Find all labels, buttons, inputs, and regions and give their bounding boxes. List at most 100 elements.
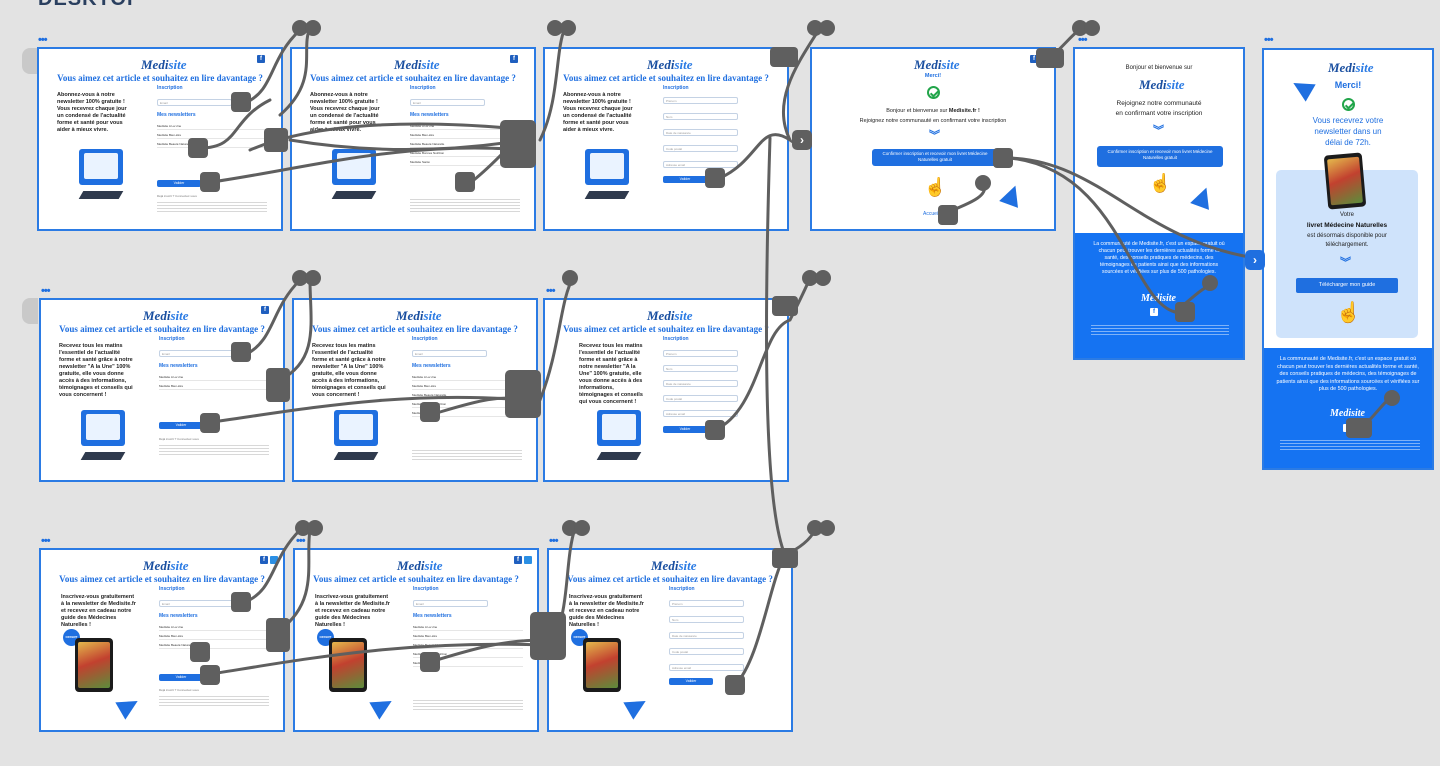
email-input[interactable]: Email — [410, 99, 485, 106]
confirm-button[interactable]: Confirmer inscription et recevoir mon li… — [872, 149, 998, 166]
submit-button[interactable]: Valider — [669, 678, 713, 685]
newsletter-row[interactable]: Medisite Bonnes Nutrition — [413, 652, 523, 658]
newsletter-row[interactable]: Medisite Bien-être — [159, 634, 269, 640]
frame-tab[interactable] — [22, 298, 38, 324]
frame-r1-c1[interactable]: Medisite f Vous aimez cet article et sou… — [37, 47, 283, 231]
frame-menu[interactable]: ••• — [38, 34, 48, 46]
medisite-logo: Medisite — [141, 57, 187, 72]
frame-tab[interactable] — [22, 48, 38, 74]
submit-button[interactable]: Valider — [159, 674, 203, 681]
birthdate-input[interactable]: Date de naissance — [663, 380, 738, 387]
frame-menu[interactable]: ••• — [549, 535, 559, 547]
facebook-icon[interactable]: f — [510, 55, 518, 63]
newsletter-row[interactable]: Medisite Santé — [413, 661, 523, 667]
submit-button[interactable]: Valider — [157, 180, 201, 187]
email-input[interactable]: Email — [159, 600, 234, 607]
intro-text: Inscrivez-vous gratuitement à la newslet… — [569, 594, 644, 628]
submit-button[interactable]: Valider — [159, 422, 203, 429]
frame-menu[interactable]: ••• — [546, 285, 556, 297]
frame-r3-c2[interactable]: Medisite f Vous aimez cet article et sou… — [293, 548, 539, 732]
email-input[interactable]: Email — [157, 99, 232, 106]
frame-menu[interactable]: ••• — [41, 285, 51, 297]
newsletter-row[interactable]: Medisite A La Une — [159, 625, 269, 631]
facebook-icon[interactable]: f — [260, 556, 268, 564]
newsletter-row[interactable]: Medisite Bien-être — [412, 384, 522, 390]
twitter-icon[interactable] — [524, 556, 532, 564]
thanks-line2: newsletter dans un — [1314, 127, 1382, 136]
frame-menu[interactable]: ••• — [1078, 34, 1088, 46]
frame-thanks-mobile[interactable]: Medisite Merci! Vous recevrez votre news… — [1262, 48, 1434, 470]
community-text: La communauté de Medisite.fr, c'est un e… — [1093, 241, 1225, 275]
home-link[interactable]: Accueil — [923, 211, 940, 217]
login-link[interactable]: Déjà inscrit ? Connectez-vous — [157, 194, 197, 198]
last-name-input[interactable]: Nom — [669, 616, 744, 623]
newsletter-row[interactable]: Medisite Bonnes Nutrition — [412, 402, 522, 408]
frame-r3-c1[interactable]: Medisite f Vous aimez cet article et sou… — [39, 548, 285, 732]
newsletter-row[interactable]: Medisite A La Une — [159, 375, 269, 381]
first-name-input[interactable]: Prénom — [669, 600, 744, 607]
zip-input[interactable]: Code postal — [663, 395, 738, 402]
newsletter-row[interactable]: Medisite A La Une — [410, 124, 520, 130]
newsletter-row[interactable]: Medisite Beauté Naturelle — [157, 142, 267, 148]
birthdate-input[interactable]: Date de naissance — [663, 129, 738, 136]
frame-menu[interactable]: ••• — [296, 535, 306, 547]
first-name-input[interactable]: Prénom — [663, 350, 738, 357]
facebook-icon[interactable]: f — [1343, 424, 1351, 432]
login-link[interactable]: Déjà inscrit ? Connectez-vous — [159, 688, 199, 692]
frame-menu[interactable]: ••• — [41, 535, 51, 547]
inscription-label: Inscription — [663, 336, 689, 342]
medisite-logo: Medisite — [1141, 293, 1176, 304]
email-input[interactable]: Email — [413, 600, 488, 607]
email-input[interactable]: Adresse email — [669, 664, 744, 671]
submit-button[interactable]: Valider — [663, 176, 707, 183]
login-link[interactable]: Déjà inscrit ? Connectez-vous — [159, 437, 199, 441]
twitter-icon[interactable] — [270, 556, 278, 564]
headline: Vous aimez cet article et souhaitez en l… — [59, 324, 265, 334]
download-guide-button[interactable]: Télécharger mon guide — [1296, 278, 1398, 293]
newsletter-row[interactable]: Medisite Bien-être — [157, 133, 267, 139]
frame-r2-c2[interactable]: Medisite Vous aimez cet article et souha… — [292, 298, 538, 482]
newsletter-row[interactable]: Medisite Beauté Naturelle — [410, 142, 520, 148]
newsletter-row[interactable]: Medisite A La Une — [413, 625, 523, 631]
facebook-icon[interactable]: f — [257, 55, 265, 63]
frame-r1-c2[interactable]: Medisite f Vous aimez cet article et sou… — [290, 47, 536, 231]
newsletter-row[interactable]: Medisite Beauté Naturelle — [159, 643, 269, 649]
newsletter-row[interactable]: Medisite A La Une — [157, 124, 267, 130]
newsletter-row[interactable]: Medisite Santé — [412, 411, 522, 417]
newsletter-row[interactable]: Medisite Beauté Naturelle — [413, 643, 523, 649]
frame-r3-c3[interactable]: Medisite Vous aimez cet article et souha… — [547, 548, 793, 732]
frame-r2-c1[interactable]: Medisite f Vous aimez cet article et sou… — [39, 298, 285, 482]
newsletter-row[interactable]: Medisite Bien-être — [410, 133, 520, 139]
facebook-icon[interactable]: f — [514, 556, 522, 564]
zip-input[interactable]: Code postal — [663, 145, 738, 152]
facebook-icon[interactable]: f — [1030, 55, 1038, 63]
newsletter-row[interactable]: Medisite Bien-être — [159, 384, 269, 390]
frame-r2-c3[interactable]: Medisite Vous aimez cet article et souha… — [543, 298, 789, 482]
next-frame-button[interactable]: › — [1245, 250, 1265, 270]
email-input[interactable]: Adresse email — [663, 161, 738, 168]
facebook-icon[interactable]: f — [1150, 308, 1158, 316]
last-name-input[interactable]: Nom — [663, 365, 738, 372]
next-frame-button[interactable]: › — [792, 130, 812, 150]
confirm-button[interactable]: Confirmer inscription et recevoir mon li… — [1097, 146, 1223, 167]
birthdate-input[interactable]: Date de naissance — [669, 632, 744, 639]
submit-button[interactable]: Valider — [663, 426, 707, 433]
zip-input[interactable]: Code postal — [669, 648, 744, 655]
newsletter-row[interactable]: Medisite Santé — [410, 160, 520, 166]
frame-r1-c3[interactable]: Medisite Vous aimez cet article et souha… — [543, 47, 789, 231]
email-input[interactable]: Email — [412, 350, 487, 357]
newsletter-row[interactable]: Medisite Bien-être — [413, 634, 523, 640]
newsletter-row[interactable]: Medisite Beauté Naturelle — [412, 393, 522, 399]
newsletter-row[interactable]: Medisite Bonnes Nutrition — [410, 151, 520, 157]
headline: Vous aimez cet article et souhaitez en l… — [57, 73, 263, 83]
email-input[interactable]: Email — [159, 350, 234, 357]
facebook-icon[interactable]: f — [261, 306, 269, 314]
frame-confirm-mobile[interactable]: Bonjour et bienvenue sur Medisite Rejoig… — [1073, 47, 1245, 360]
frame-confirm-desktop[interactable]: Medisite f Merci! Bonjour et bienvenue s… — [810, 47, 1056, 231]
newsletter-row[interactable]: Medisite A La Une — [412, 375, 522, 381]
frame-menu[interactable]: ••• — [1264, 34, 1274, 46]
community-text: La communauté de Medisite.fr, c'est un e… — [1276, 356, 1420, 392]
first-name-input[interactable]: Prénom — [663, 97, 738, 104]
email-input[interactable]: Adresse email — [663, 410, 738, 417]
last-name-input[interactable]: Nom — [663, 113, 738, 120]
